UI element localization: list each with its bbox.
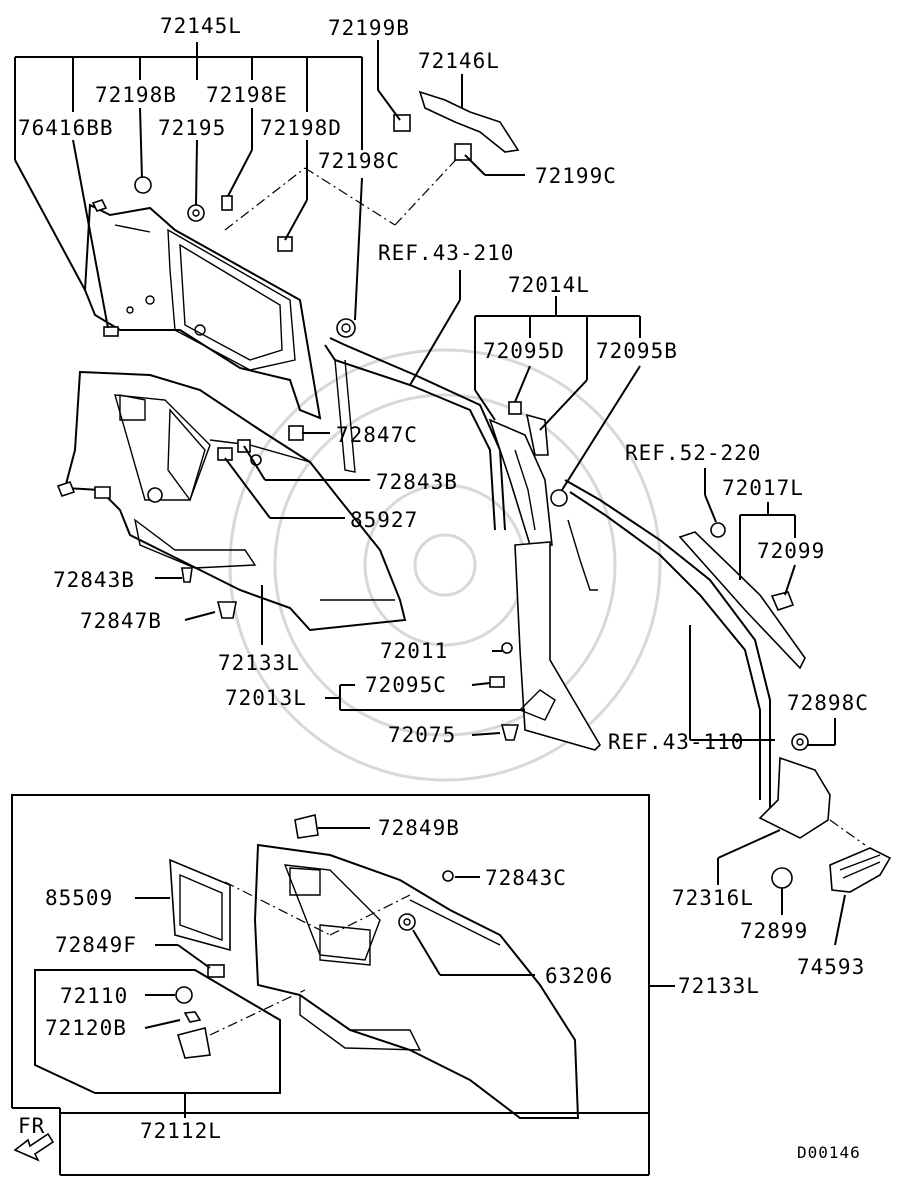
label-fr: FR	[18, 1114, 45, 1138]
label-72199C: 72199C	[535, 164, 617, 188]
label-72847B: 72847B	[80, 609, 162, 633]
label-72075: 72075	[388, 723, 456, 747]
front-direction-arrow-icon	[13, 1132, 55, 1162]
leaders-top	[14, 40, 525, 329]
label-72849F: 72849F	[55, 933, 137, 957]
label-72199B: 72199B	[328, 16, 410, 40]
label-72095B: 72095B	[596, 339, 678, 363]
label-85927: 85927	[350, 508, 418, 532]
leaders-mid	[155, 432, 370, 645]
pillar-trim-72014L	[488, 401, 568, 546]
label-72843B: 72843B	[376, 470, 458, 494]
label-72849B: 72849B	[378, 816, 460, 840]
clip-parts-upper	[91, 176, 356, 338]
label-72198E: 72198E	[206, 83, 288, 107]
label-63206: 63206	[545, 964, 613, 988]
inset-trim-panel	[169, 814, 580, 1119]
label-72013L: 72013L	[225, 686, 307, 710]
rail-72017L	[678, 468, 806, 670]
pillar-lower-trim-72013L	[325, 541, 602, 751]
label-72898C: 72898C	[787, 691, 869, 715]
label-72095D: 72095D	[483, 339, 565, 363]
leader-dash	[394, 149, 466, 226]
label-72133L-inset: 72133L	[678, 974, 760, 998]
label-72011: 72011	[380, 639, 448, 663]
label-72146L: 72146L	[418, 49, 500, 73]
leaders-72014L	[474, 296, 641, 491]
leaders-inset	[34, 827, 675, 1118]
label-72110: 72110	[60, 984, 128, 1008]
label-72198D: 72198D	[260, 116, 342, 140]
label-72195: 72195	[158, 116, 226, 140]
watermark-emblem	[228, 348, 662, 782]
upper-trim-panel	[83, 203, 322, 420]
label-72099: 72099	[757, 539, 825, 563]
label-72145L: 72145L	[160, 14, 242, 38]
label-72112L: 72112L	[140, 1119, 222, 1143]
bracket-72146L	[393, 90, 520, 161]
label-85509: 85509	[45, 886, 113, 910]
roof-weatherstrip-ref43-110	[564, 479, 775, 810]
label-72017L: 72017L	[722, 476, 804, 500]
label-72316L: 72316L	[672, 886, 754, 910]
label-ref-52-220: REF.52-220	[625, 441, 761, 465]
label-72843B-lower: 72843B	[53, 568, 135, 592]
label-72133L: 72133L	[218, 651, 300, 675]
label-74593: 74593	[797, 955, 865, 979]
label-72843C: 72843C	[485, 866, 567, 890]
leader-dash	[304, 167, 396, 226]
label-72095C: 72095C	[365, 673, 447, 697]
inset-gap	[13, 1112, 59, 1116]
label-ref-43-110: REF.43-110	[608, 730, 744, 754]
inset-frame	[11, 794, 650, 1114]
bracket-72316L	[717, 718, 892, 946]
weatherstrip-ref43-210	[324, 270, 506, 531]
label-ref-43-210: REF.43-210	[378, 241, 514, 265]
label-72014L: 72014L	[508, 273, 590, 297]
diagram-code: D00146	[797, 1143, 861, 1162]
label-72198B: 72198B	[95, 83, 177, 107]
label-72198C: 72198C	[318, 149, 400, 173]
lower-side-trim	[56, 370, 407, 632]
label-72847C: 72847C	[336, 423, 418, 447]
label-72899: 72899	[740, 919, 808, 943]
label-72120B: 72120B	[45, 1016, 127, 1040]
label-76416BB: 76416BB	[18, 116, 114, 140]
leader-dash	[224, 167, 306, 231]
